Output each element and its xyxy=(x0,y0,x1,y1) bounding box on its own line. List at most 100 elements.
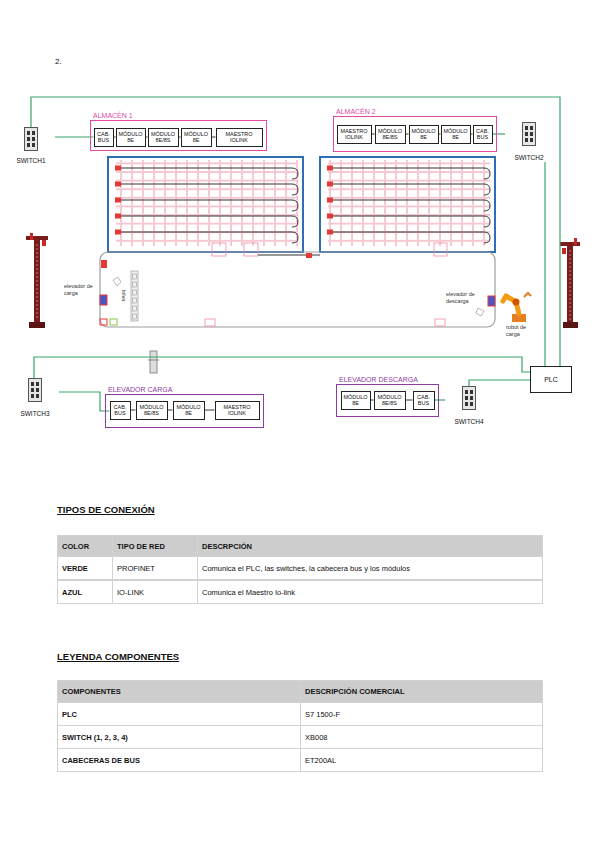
node-label: SWITCH3 xyxy=(11,410,59,418)
node-label: SWITCH1 xyxy=(7,157,55,165)
conveyor-loop xyxy=(205,319,215,326)
switch-icon xyxy=(470,396,473,400)
conveyor-loop xyxy=(435,319,445,326)
hopper xyxy=(133,290,137,295)
section-title: LEYENDA COMPONENTES xyxy=(57,651,277,663)
elevator-tower xyxy=(30,233,33,240)
table-cell: Comunica el PLC, las switches, la cabece… xyxy=(197,556,543,580)
rack-lanes xyxy=(330,168,490,179)
io-module: CAB. BUS xyxy=(94,128,114,147)
elevator-tower xyxy=(562,248,566,254)
conveyor-loop xyxy=(100,252,495,327)
node-label: SWITCH4 xyxy=(445,418,493,426)
conveyor-loop xyxy=(306,253,312,258)
rack-lanes xyxy=(118,232,298,243)
part-label: tolva xyxy=(120,283,127,309)
group-heading: ALMACÉN 2 xyxy=(336,107,376,116)
node-label: CAB. BUS xyxy=(96,131,112,144)
table-cell: IO-LINK xyxy=(112,580,198,604)
rack-lanes xyxy=(118,200,298,211)
rack-lanes xyxy=(118,216,298,227)
io-module: MAESTRO IOLINK xyxy=(215,401,260,420)
io-module: CAB. BUS xyxy=(413,391,435,410)
switch-icon xyxy=(525,126,528,130)
table-header: TIPO DE RED xyxy=(112,535,198,557)
io-module: MÓDULO 8E xyxy=(181,128,212,147)
elevator-tower xyxy=(560,238,580,328)
switch-icon xyxy=(32,143,35,147)
rack-lanes xyxy=(330,184,490,195)
profinet-cable xyxy=(55,136,94,137)
switch-icon xyxy=(530,132,533,136)
switch-icon xyxy=(24,127,38,151)
transfer-cell xyxy=(434,243,447,256)
hopper xyxy=(133,274,137,319)
group-heading: ELEVADOR CARGA xyxy=(108,385,172,394)
part-label: elevador de descarga xyxy=(446,291,488,305)
switch-icon xyxy=(36,394,39,398)
node-label: MÓDULO 8E xyxy=(443,128,469,141)
page-number: 2. xyxy=(55,57,75,67)
conveyor-loop xyxy=(110,319,117,325)
elevator-tower xyxy=(563,322,578,328)
sensor-device xyxy=(148,360,159,361)
rack-lanes xyxy=(327,198,333,203)
hopper xyxy=(131,271,138,321)
elevator-tower xyxy=(26,233,48,328)
node-label: MÓDULO 8E xyxy=(118,131,144,144)
rack-lanes xyxy=(327,182,333,187)
rack-lanes xyxy=(330,200,490,211)
rack-lanes xyxy=(118,168,298,179)
table-header: DESCRIPCIÓN COMERCIAL xyxy=(300,680,543,703)
io-module: MÓDULO 8E xyxy=(341,391,371,410)
table-cell: ET200AL xyxy=(300,748,543,772)
table-cell: SWITCH (1, 2, 3, 4) xyxy=(57,725,301,749)
io-module: CAB. BUS xyxy=(473,125,493,144)
table-header: COMPONENTES xyxy=(57,680,301,703)
io-module: MÓDULO 8E/8S xyxy=(375,125,406,144)
table-cell: PROFINET xyxy=(112,556,198,580)
node-label: MÓDULO 8E/8S xyxy=(138,404,166,417)
station-group: CAB. BUSMÓDULO 8E/8SMÓDULO 8EMAESTRO IOL… xyxy=(105,394,264,428)
io-module: MÓDULO 8E/8S xyxy=(148,128,179,147)
switch-icon xyxy=(28,378,42,402)
switch-icon xyxy=(530,138,533,142)
switch-icon xyxy=(522,122,536,146)
group-heading: ELEVADOR DESCARGA xyxy=(339,375,418,384)
table-cell: VERDE xyxy=(57,556,113,580)
sensor-device xyxy=(150,351,157,373)
elevator-tower xyxy=(26,236,48,240)
plc-box: PLC xyxy=(530,366,572,393)
node-label: MÓDULO 8E xyxy=(175,404,203,417)
switch-icon xyxy=(29,379,42,402)
table-cell: Comunica el Maestro Io-link xyxy=(197,580,543,604)
switch-icon xyxy=(525,132,528,136)
profinet-cable xyxy=(544,162,545,366)
switch-icon xyxy=(465,402,468,406)
switch-icon xyxy=(27,131,30,135)
profinet-cable xyxy=(469,380,530,386)
switch-icon xyxy=(31,382,34,386)
node-label: MÓDULO 8E/8S xyxy=(376,394,404,407)
network-switch: SWITCH2 xyxy=(505,122,553,162)
network-switch: SWITCH4 xyxy=(445,386,493,426)
io-module: MÓDULO 8E xyxy=(173,401,205,420)
storage-rack xyxy=(108,157,303,252)
node-label: PLC xyxy=(544,376,558,384)
rack-lanes xyxy=(327,166,333,171)
node-label: MÓDULO 8E xyxy=(343,394,369,407)
profinet-cable xyxy=(31,97,560,366)
conveyor-loop xyxy=(100,252,495,327)
elevator-tower xyxy=(34,238,40,326)
switch-icon xyxy=(36,382,39,386)
section-title: TIPOS DE CONEXIÓN xyxy=(57,504,277,516)
table-cell: PLC xyxy=(57,702,301,726)
rack-lanes xyxy=(115,198,121,203)
switch-icon xyxy=(31,388,34,392)
switch-icon xyxy=(31,394,34,398)
part-label: robot de carga xyxy=(506,324,540,338)
transfer-cell xyxy=(212,243,447,256)
transfer-cell xyxy=(212,243,226,256)
